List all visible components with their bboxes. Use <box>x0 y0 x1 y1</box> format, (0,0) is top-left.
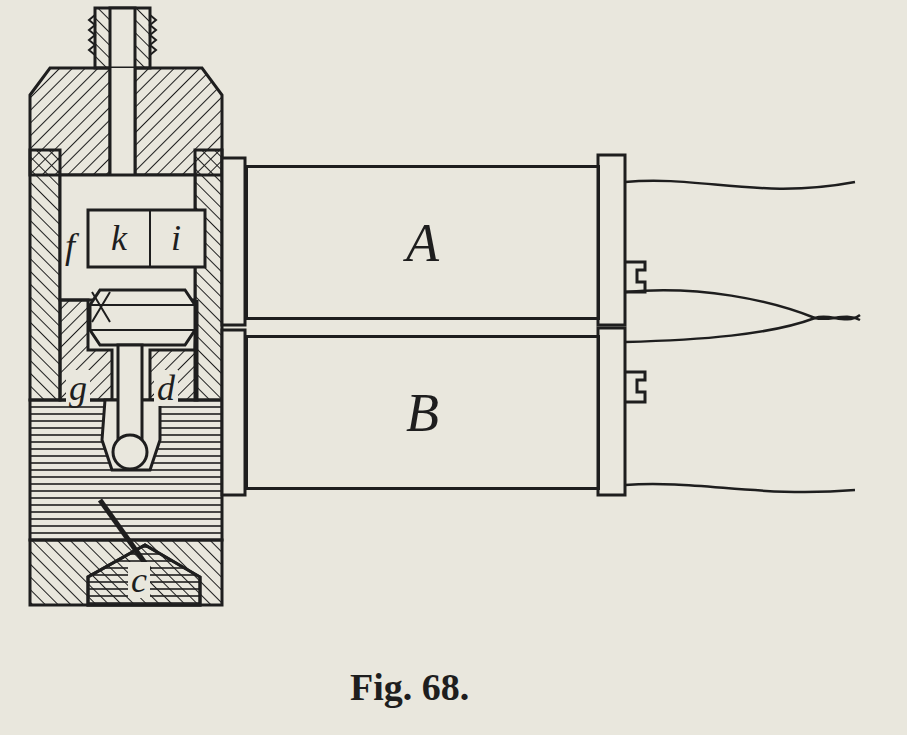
housing <box>30 8 222 605</box>
part-letter: k <box>108 220 130 256</box>
coil-flanges <box>222 155 645 495</box>
solenoid-coil: A <box>245 165 600 320</box>
solenoid-coil: B <box>245 335 600 490</box>
part-letter: d <box>154 370 178 406</box>
part-letter: f <box>62 228 78 264</box>
coil-label: B <box>406 386 439 440</box>
lead-wires <box>625 181 860 492</box>
figure-caption: Fig. 68. <box>350 668 469 706</box>
part-letter: c <box>128 562 150 598</box>
part-letter: i <box>168 220 184 256</box>
part-letter: g <box>66 370 90 406</box>
coil-label: A <box>406 216 439 270</box>
